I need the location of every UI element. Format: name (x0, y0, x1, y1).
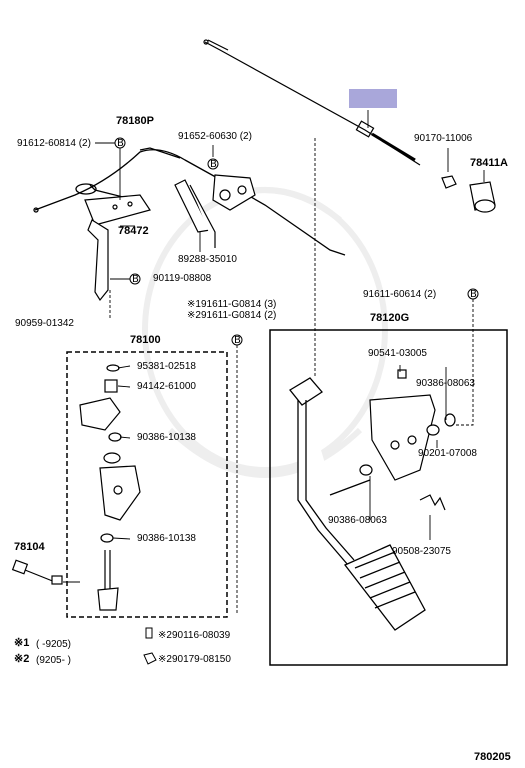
callouts (114, 137, 479, 346)
label-78100[interactable]: 78100 (130, 334, 161, 346)
label-91611-G0814-2[interactable]: ※291611-G0814 (2) (187, 310, 277, 321)
legend-parts (143, 627, 157, 665)
legend-text-1: ( -9205) (36, 639, 72, 650)
label-90119-08808[interactable]: 90119-08808 (153, 273, 212, 284)
label-90386-08063-a[interactable]: 90386-08063 (416, 378, 475, 389)
label-90201-07008[interactable]: 90201-07008 (418, 448, 477, 459)
label-90170-11006[interactable]: 90170-11006 (414, 133, 473, 144)
label-90116-08039[interactable]: ※290116-08039 (158, 630, 231, 641)
label-90541-03005[interactable]: 90541-03005 (368, 348, 427, 359)
legend-mark-2: ※2 (14, 653, 30, 665)
legend-mark-1: ※1 (14, 637, 30, 649)
legend-text-2: (9205- ) (36, 655, 72, 666)
label-89288-35010[interactable]: 89288-35010 (178, 254, 237, 265)
link-bracket-78472[interactable] (84, 194, 151, 302)
callout-b-3: B (132, 274, 139, 285)
label-90386-08063-b[interactable]: 90386-08063 (328, 515, 387, 526)
label-90386-10138-a[interactable]: 90386-10138 (137, 432, 196, 443)
callout-b-5: B (470, 289, 477, 300)
label-91611-G0814-1[interactable]: ※191611-G0814 (3) (187, 299, 277, 310)
label-78120G[interactable]: 78120G (370, 312, 410, 324)
leader-lines (34, 110, 485, 615)
callout-b-1: B (117, 138, 124, 149)
label-91612-60814[interactable]: 91612-60814 (2) (17, 138, 91, 149)
accelerator-pedal[interactable] (289, 377, 426, 631)
assembly-box-78120G (269, 329, 508, 666)
label-90508-23075[interactable]: 90508-23075 (392, 546, 451, 557)
label-95381-02518[interactable]: 95381-02518 (137, 361, 196, 372)
pedal-bracket[interactable] (359, 369, 456, 511)
throttle-cable[interactable] (203, 39, 421, 166)
spring-78104[interactable] (11, 559, 63, 585)
callout-b-4: B (234, 335, 241, 346)
label-78180P[interactable]: 78180P (116, 115, 154, 127)
adjusting-nut[interactable] (441, 175, 496, 213)
label-91652-60630[interactable]: 91652-60630 (2) (178, 131, 252, 142)
callout-b-2: B (210, 159, 217, 170)
label-90386-10138-b[interactable]: 90386-10138 (137, 533, 196, 544)
label-91611-60614[interactable]: 91611-60614 (2) (363, 289, 437, 300)
bell-crank[interactable] (174, 174, 256, 248)
label-94142-61000[interactable]: 94142-61000 (137, 381, 196, 392)
label-78104[interactable]: 78104 (14, 541, 45, 553)
label-90959-01342[interactable]: 90959-01342 (15, 318, 74, 329)
label-78411A[interactable]: 78411A (470, 157, 508, 169)
link-assembly-parts[interactable] (79, 364, 141, 611)
label-90179-08150[interactable]: ※290179-08150 (158, 654, 231, 665)
highlighted-part-marker[interactable] (349, 89, 397, 108)
assembly-box-78100 (66, 351, 228, 618)
figure-number: 780205 (474, 751, 511, 763)
label-78472[interactable]: 78472 (118, 225, 149, 237)
